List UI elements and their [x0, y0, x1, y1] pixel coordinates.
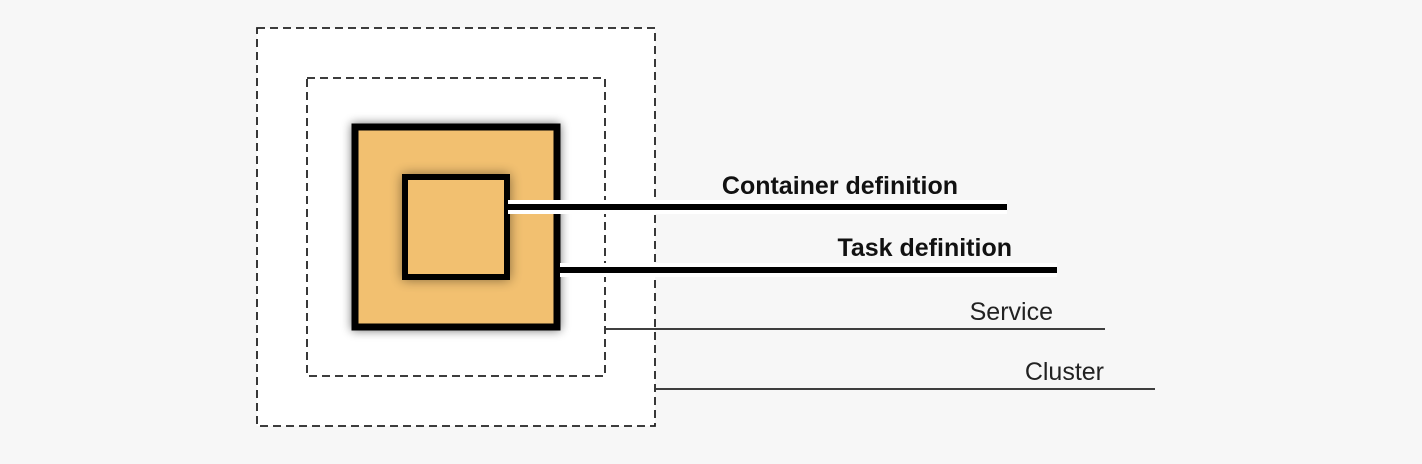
container-definition-label: Container definition: [722, 172, 958, 200]
task-definition-label: Task definition: [837, 234, 1012, 262]
container-definition-box: [402, 174, 510, 280]
service-label: Service: [970, 298, 1053, 326]
cluster-label: Cluster: [1025, 358, 1104, 386]
